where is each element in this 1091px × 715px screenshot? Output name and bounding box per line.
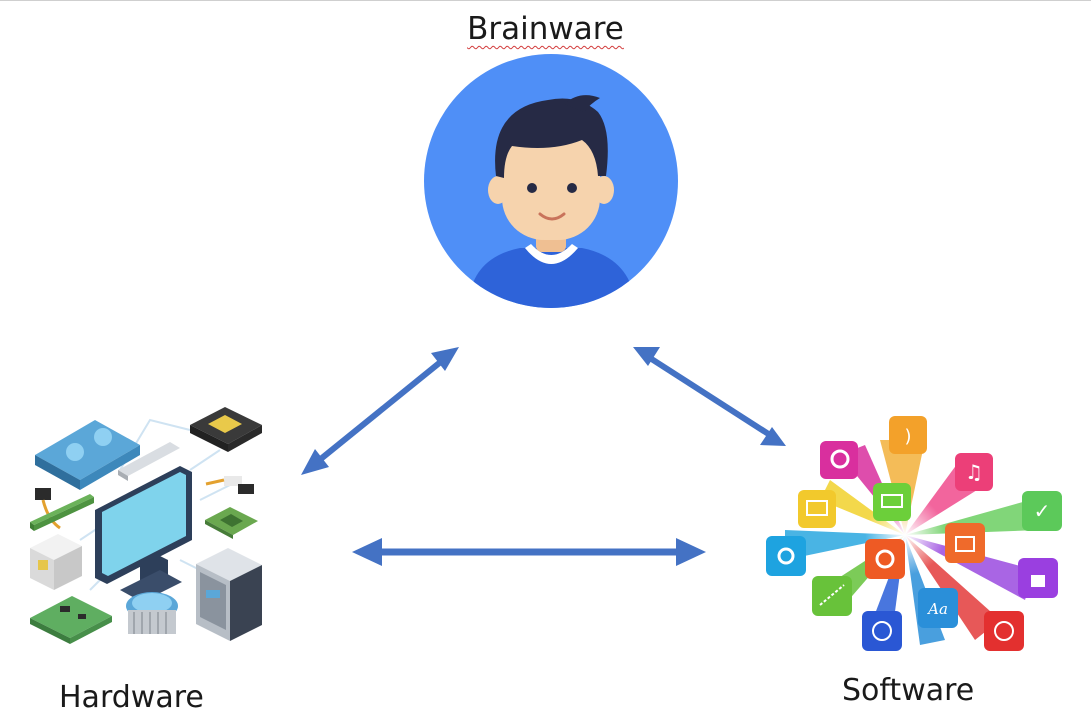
arrow-brainware-software (633, 347, 786, 446)
computer-hardware-icon (30, 407, 262, 644)
arrow-brainware-hardware (301, 347, 459, 475)
arrow-hardware-software (352, 538, 706, 566)
svg-text:Aa: Aa (926, 600, 948, 618)
svg-text:): ) (904, 426, 911, 447)
person-avatar-icon (424, 54, 678, 308)
hardware-label: Hardware (59, 680, 204, 715)
brainware-label: Brainware (467, 11, 624, 47)
top-border (0, 0, 1091, 1)
app-icons-burst-icon: ) ♫ ✓ Aa (766, 416, 1062, 651)
svg-text:♫: ♫ (965, 460, 983, 484)
svg-text:✓: ✓ (1034, 499, 1051, 523)
software-label: Software (842, 673, 975, 708)
